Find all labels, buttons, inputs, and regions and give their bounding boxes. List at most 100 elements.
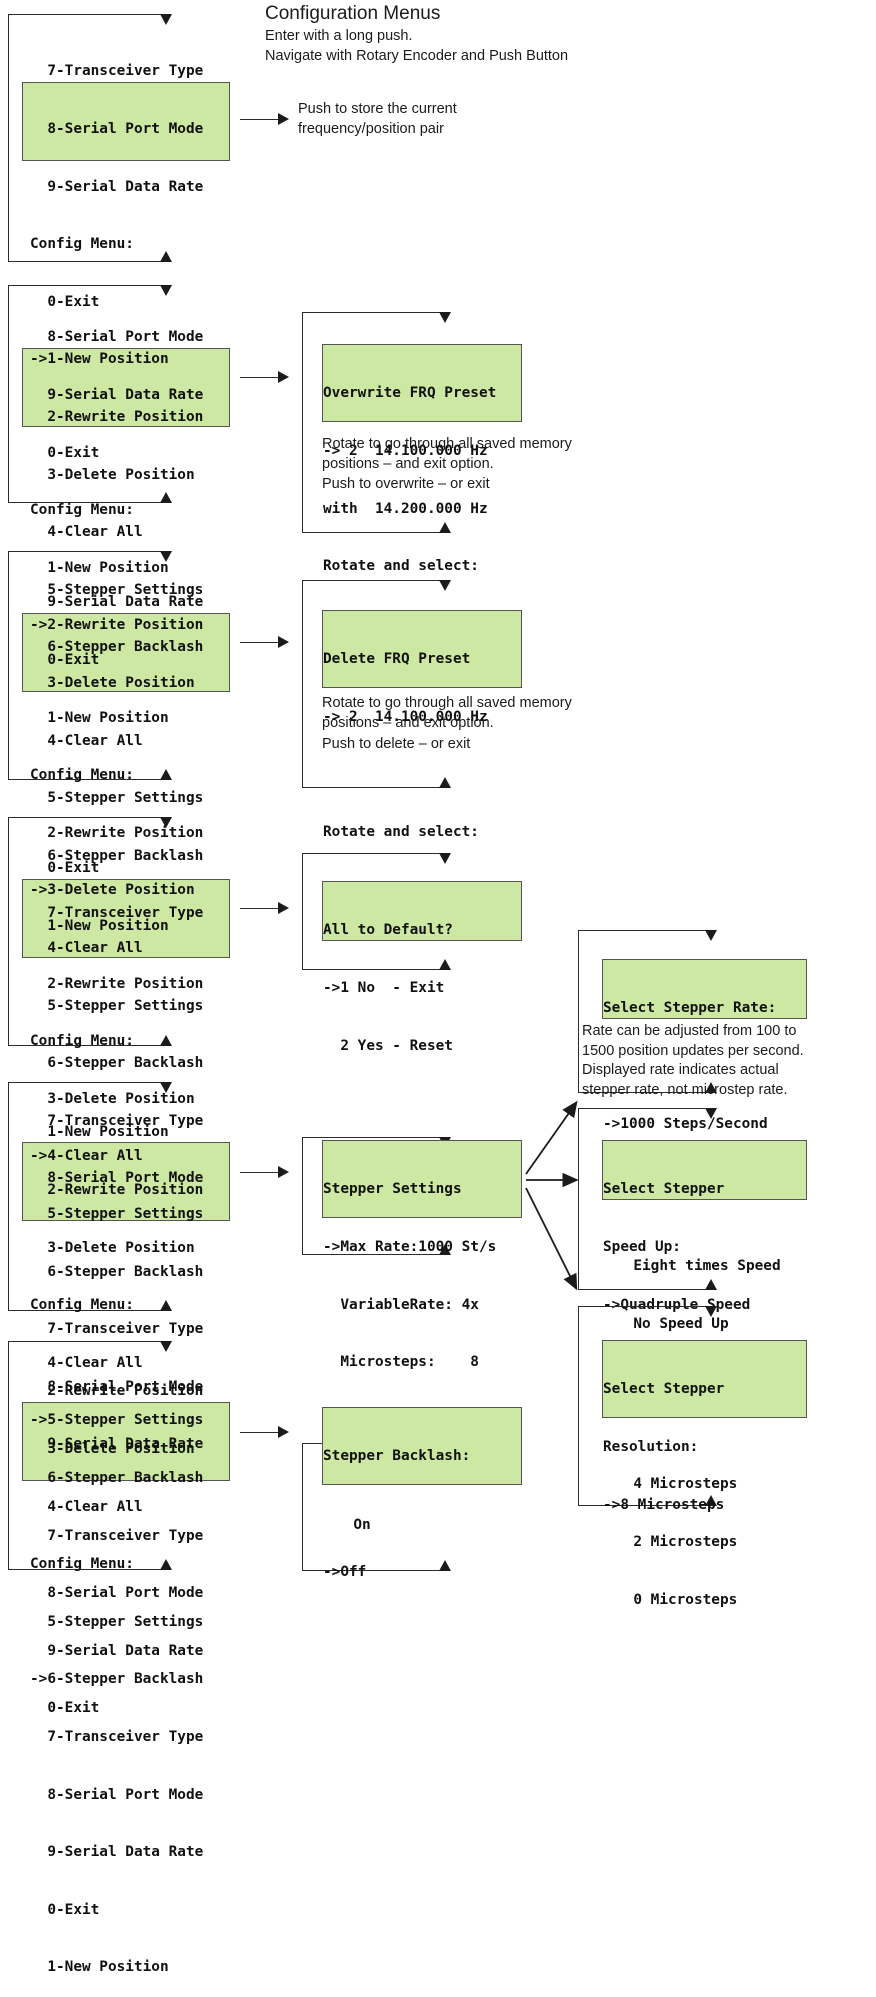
menu-row[interactable]: 8-Serial Port Mode bbox=[30, 121, 204, 137]
menu-row-selected[interactable]: ->4-Clear All bbox=[30, 1148, 143, 1165]
lcd-delete-preset: Delete FRQ Preset -> 2 14.100.000 Hz Rot… bbox=[322, 610, 522, 840]
menu-list-delete-position[interactable]: 9-Serial Data Rate 0-Exit 1-New Position… bbox=[30, 555, 203, 1208]
lcd-row: Speed Up: bbox=[603, 1239, 681, 1255]
menu-row[interactable]: 3-Delete Position bbox=[30, 466, 195, 483]
menu-row[interactable]: 9-Serial Data Rate bbox=[30, 594, 204, 611]
lcd-row-selected: ->Max Rate:1000 St/s bbox=[323, 1239, 497, 1255]
menu-row[interactable]: 1-New Position bbox=[30, 1124, 169, 1141]
menu-row[interactable]: 7-Transceiver Type bbox=[30, 1728, 204, 1745]
lcd-stepper-rate: Select Stepper Rate: ->1000 Steps/Second bbox=[602, 959, 807, 1132]
menu-row[interactable]: 1-New Position bbox=[30, 1959, 169, 1976]
menu-row[interactable]: 8-Serial Port Mode bbox=[30, 1170, 204, 1187]
menu-row[interactable]: 8-Serial Port Mode bbox=[30, 329, 204, 346]
option-row[interactable]: On bbox=[336, 1517, 371, 1534]
menu-row[interactable]: 1-New Position bbox=[30, 918, 169, 934]
menu-row[interactable]: 8-Serial Port Mode bbox=[30, 1585, 204, 1602]
menu-row[interactable]: 9-Serial Data Rate bbox=[30, 1436, 204, 1453]
menu-row[interactable]: 7-Transceiver Type bbox=[30, 905, 204, 922]
loop-frame-stepper-resolution bbox=[578, 1306, 711, 1506]
menu-row[interactable]: 6-Stepper Backlash bbox=[30, 639, 204, 656]
menu-row[interactable]: Config Menu: bbox=[30, 1033, 134, 1050]
option-row[interactable]: 2 Microsteps bbox=[616, 1534, 738, 1551]
menu-row[interactable]: 0-Exit bbox=[30, 860, 100, 877]
menu-row[interactable]: 6-Stepper Backlash bbox=[30, 1055, 204, 1072]
menu-row[interactable]: 0-Exit bbox=[30, 652, 100, 668]
menu-row[interactable]: 5-Stepper Settings bbox=[30, 1205, 204, 1222]
menu-row[interactable]: 6-Stepper Backlash bbox=[30, 1263, 204, 1280]
menu-row[interactable]: 0-Exit bbox=[30, 444, 100, 461]
menu-row[interactable]: Config Menu: bbox=[30, 236, 134, 253]
arrow-right-stepper-backlash bbox=[278, 1426, 289, 1438]
menu-row[interactable]: 2-Rewrite Position bbox=[30, 1383, 204, 1400]
lcd-row: Stepper Backlash: bbox=[323, 1448, 471, 1465]
option-row[interactable]: 4 Microsteps bbox=[616, 1476, 738, 1493]
menu-row[interactable]: 6-Stepper Backlash bbox=[30, 847, 204, 864]
arrow-up-delete-preset bbox=[439, 777, 451, 788]
menu-row[interactable]: 3-Delete Position bbox=[30, 1239, 195, 1256]
menu-row[interactable]: Config Menu: bbox=[30, 502, 134, 519]
menu-list-clear-all[interactable]: 0-Exit 1-New Position 2-Rewrite Position… bbox=[30, 821, 203, 1474]
lcd-row: Select Stepper bbox=[603, 1181, 725, 1198]
menu-row-selected[interactable]: ->3-Delete Position bbox=[30, 882, 195, 899]
options-stepper-backlash[interactable]: On bbox=[336, 1478, 371, 1555]
option-row[interactable]: Eight times Speed bbox=[616, 1258, 781, 1275]
arrow-right-rewrite-position bbox=[278, 371, 289, 383]
lcd-row: All to Default? bbox=[323, 922, 453, 939]
menu-row[interactable]: 2-Rewrite Position bbox=[30, 408, 204, 425]
lcd-row: with 14.200.000 Hz bbox=[323, 500, 488, 517]
menu-row[interactable]: 5-Stepper Settings bbox=[30, 1613, 204, 1630]
menu-row[interactable]: 1-New Position bbox=[30, 709, 169, 726]
menu-row[interactable]: 0-Exit bbox=[30, 1901, 100, 1918]
loop-frame-clear-all bbox=[8, 817, 166, 1046]
menu-row[interactable]: Config Menu: bbox=[30, 1297, 134, 1314]
menu-row[interactable]: 5-Stepper Settings bbox=[30, 581, 204, 598]
lcd-band-stepper-backlash bbox=[22, 1402, 230, 1481]
menu-row-selected[interactable]: ->5-Stepper Settings bbox=[30, 1412, 204, 1429]
menu-row[interactable]: 9-Serial Data Rate bbox=[30, 387, 204, 403]
menu-row[interactable]: 9-Serial Data Rate bbox=[30, 1844, 204, 1861]
menu-row[interactable]: 3-Delete Position bbox=[30, 1441, 195, 1457]
menu-row[interactable]: 8-Serial Port Mode bbox=[30, 1378, 204, 1395]
arrow-down-stepper-settings bbox=[160, 1082, 172, 1093]
options-stepper-resolution[interactable]: 4 Microsteps 2 Microsteps 0 Microsteps bbox=[616, 1437, 737, 1629]
menu-row[interactable]: 6-Stepper Backlash bbox=[30, 1469, 204, 1486]
menu-row[interactable]: 2-Rewrite Position bbox=[30, 824, 204, 841]
menu-list-rewrite-position[interactable]: 8-Serial Port Mode 9-Serial Data Rate 0-… bbox=[30, 290, 203, 943]
loop-frame-delete-preset bbox=[302, 580, 445, 788]
menu-row[interactable]: 4-Clear All bbox=[30, 939, 143, 956]
menu-row[interactable]: 4-Clear All bbox=[30, 1498, 143, 1515]
menu-row[interactable]: 0-Exit bbox=[30, 293, 100, 310]
arrow-up-new-position bbox=[160, 251, 172, 262]
option-row[interactable]: No Speed Up bbox=[616, 1316, 729, 1333]
menu-row[interactable]: Config Menu: bbox=[30, 767, 134, 784]
lcd-stepper-backlash: Stepper Backlash: ->Off bbox=[322, 1407, 522, 1580]
header-line-1: Enter with a long push. bbox=[265, 28, 413, 44]
menu-row[interactable]: Config Menu: bbox=[30, 1556, 134, 1573]
menu-row[interactable]: 4-Clear All bbox=[30, 1354, 143, 1371]
menu-list-new-position[interactable]: 7-Transceiver Type 8-Serial Port Mode 9-… bbox=[30, 24, 203, 677]
menu-row-selected[interactable]: ->2-Rewrite Position bbox=[30, 617, 204, 634]
menu-row[interactable]: 7-Transceiver Type bbox=[30, 1527, 204, 1544]
menu-row-selected[interactable]: ->6-Stepper Backlash bbox=[30, 1671, 204, 1688]
menu-row[interactable]: 4-Clear All bbox=[30, 732, 143, 749]
menu-row[interactable]: 2-Rewrite Position bbox=[30, 1182, 204, 1198]
menu-row[interactable]: 1-New Position bbox=[30, 559, 169, 576]
menu-row[interactable]: 9-Serial Data Rate bbox=[30, 178, 204, 195]
menu-row[interactable]: 8-Serial Port Mode bbox=[30, 1786, 204, 1803]
arrow-down-rewrite-position bbox=[160, 285, 172, 296]
menu-row[interactable]: 7-Transceiver Type bbox=[30, 63, 204, 80]
menu-list-stepper-backlash[interactable]: 2-Rewrite Position 3-Delete Position 4-C… bbox=[30, 1344, 203, 1997]
menu-row[interactable]: 7-Transceiver Type bbox=[30, 1321, 204, 1338]
menu-row[interactable]: 3-Delete Position bbox=[30, 1090, 195, 1107]
arrow-right-clear-all bbox=[278, 902, 289, 914]
arrow-right-new-position bbox=[278, 113, 289, 125]
menu-row[interactable]: 5-Stepper Settings bbox=[30, 790, 204, 807]
menu-row[interactable]: 5-Stepper Settings bbox=[30, 997, 204, 1014]
menu-row[interactable]: 4-Clear All bbox=[30, 524, 143, 541]
menu-row[interactable]: 3-Delete Position bbox=[30, 674, 195, 691]
menu-row-selected[interactable]: ->1-New Position bbox=[30, 351, 169, 368]
menu-row[interactable]: 7-Transceiver Type bbox=[30, 1112, 204, 1129]
arrow-up-stepper-speed-up bbox=[705, 1279, 717, 1290]
menu-row[interactable]: 2-Rewrite Position bbox=[30, 975, 204, 992]
option-row[interactable]: 0 Microsteps bbox=[616, 1591, 738, 1608]
